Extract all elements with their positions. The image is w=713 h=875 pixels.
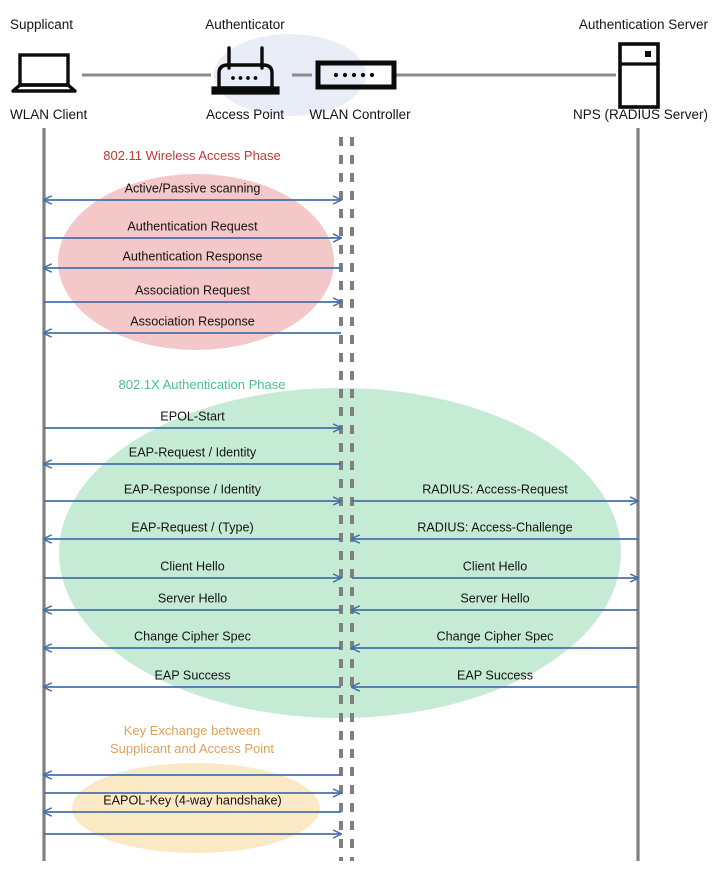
actor-access-point-name-wrap: Access Point [185, 107, 305, 123]
actor-access-point: Authenticator [185, 17, 305, 33]
actor-auth-server-name-wrap: NPS (RADIUS Server) [528, 107, 713, 123]
phase-key-exchange-ellipse [72, 763, 320, 853]
server-tower-icon [618, 42, 660, 109]
actor-auth-server-role: Authentication Server [578, 17, 708, 32]
actor-auth-server: Authentication Server [528, 17, 713, 33]
actor-wlan-controller-name: WLAN Controller [309, 107, 411, 122]
actor-wlan-controller-name-wrap: WLAN Controller [300, 107, 420, 123]
actor-supplicant: Supplicant [0, 17, 110, 33]
actor-supplicant-name-wrap: WLAN Client [0, 107, 130, 123]
actor-supplicant-name: WLAN Client [10, 107, 88, 122]
actor-auth-server-name: NPS (RADIUS Server) [572, 107, 708, 122]
wireless-router-icon [211, 46, 280, 95]
actor-access-point-role: Authenticator [205, 17, 285, 32]
laptop-icon [11, 53, 77, 93]
actor-access-point-name: Access Point [205, 107, 285, 122]
controller-box-icon [315, 60, 397, 90]
actor-supplicant-role: Supplicant [10, 17, 74, 32]
phase-802-11-ellipse [58, 174, 334, 350]
authenticator-halo [214, 34, 366, 116]
